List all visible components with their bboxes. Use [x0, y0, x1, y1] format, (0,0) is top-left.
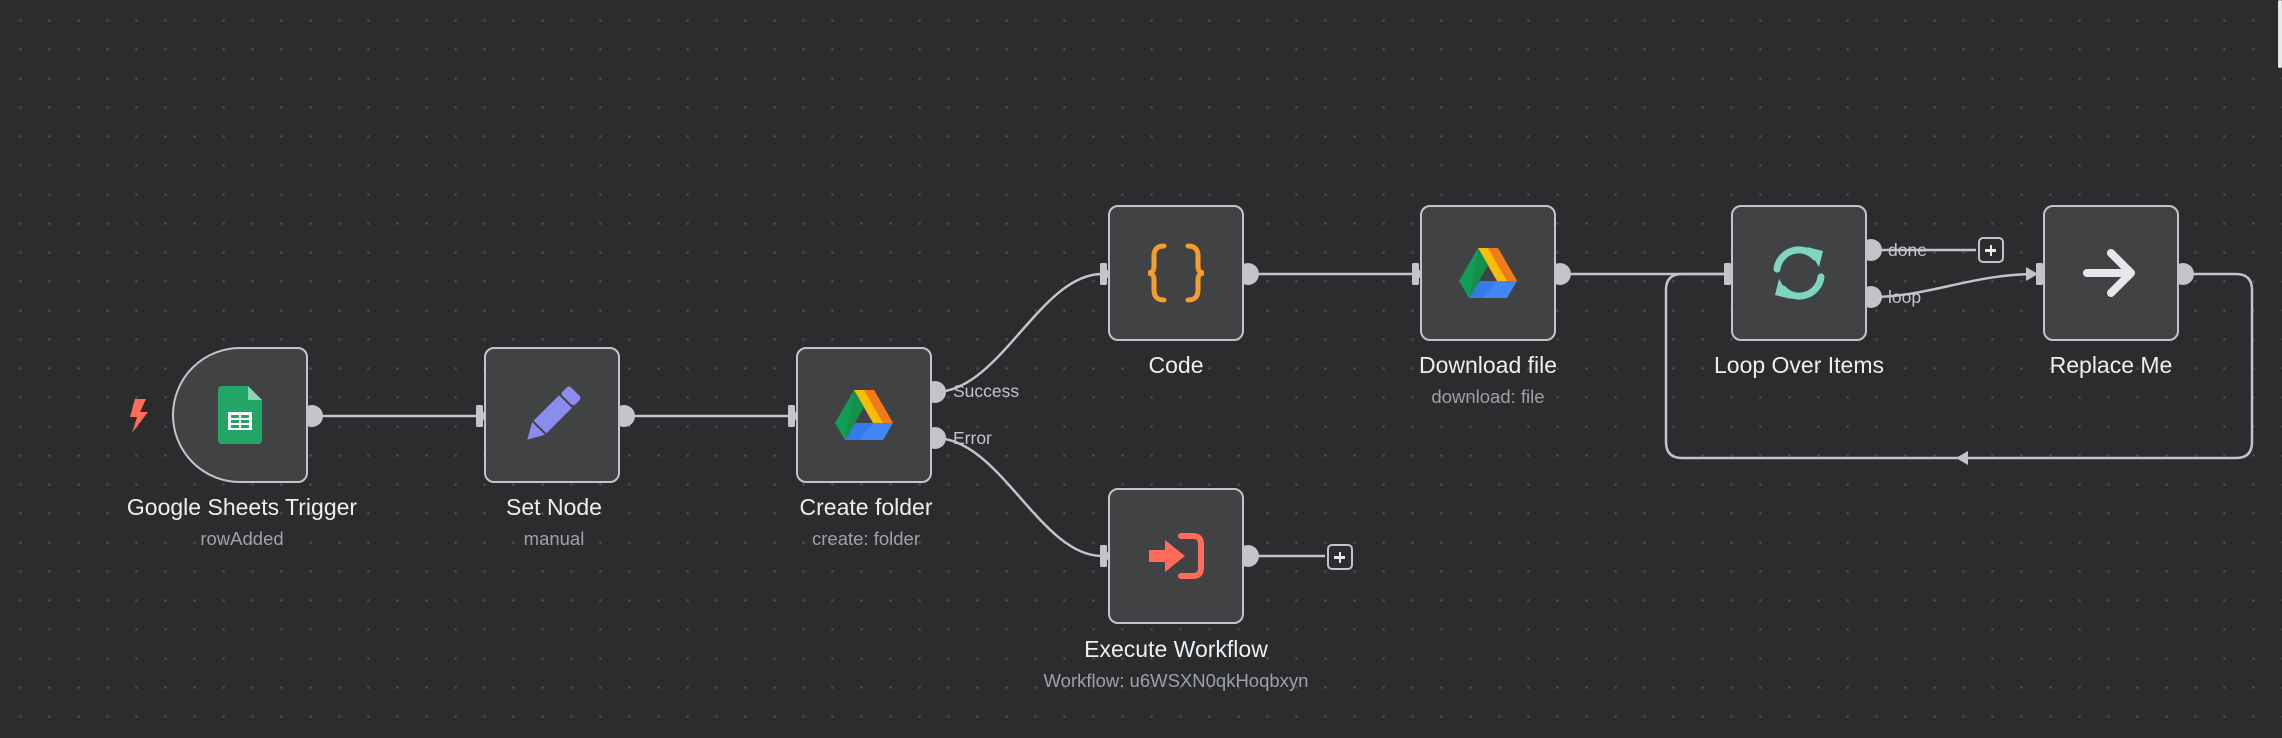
- trigger-bolt-icon: [130, 399, 148, 433]
- add-node-button[interactable]: [1327, 544, 1353, 570]
- node-title: Set Node: [506, 494, 602, 520]
- node-code[interactable]: [1108, 205, 1244, 341]
- port-label-success: Success: [953, 381, 1020, 401]
- node-title: Google Sheets Trigger: [126, 494, 358, 520]
- input-handle: [1100, 263, 1107, 285]
- node-title: Replace Me: [2049, 352, 2173, 378]
- node-subtitle: create: folder: [812, 528, 920, 549]
- arrowhead: [1956, 451, 1968, 465]
- node-subtitle: Workflow: u6WSXN0qkHoqbxyn: [1043, 670, 1309, 691]
- connection-success-to-code: [934, 272, 1103, 394]
- loop-arrows-icon: [1773, 246, 1825, 300]
- input-handle: [788, 405, 795, 427]
- node-subtitle: rowAdded: [200, 528, 284, 549]
- node-title: Download file: [1418, 352, 1558, 378]
- node-title: Loop Over Items: [1713, 352, 1885, 378]
- code-braces-icon: [1147, 243, 1205, 303]
- input-handle: [2036, 263, 2043, 285]
- google-drive-icon: [1459, 248, 1517, 298]
- node-google-sheets-trigger[interactable]: [172, 347, 308, 483]
- add-node-button[interactable]: [1978, 237, 2004, 263]
- node-create-folder[interactable]: [796, 347, 932, 483]
- port-label-done: done: [1888, 240, 1927, 260]
- node-title: Execute Workflow: [1084, 636, 1268, 662]
- node-subtitle: manual: [523, 528, 585, 549]
- port-label-error: Error: [953, 428, 992, 448]
- node-title: Code: [1148, 352, 1204, 378]
- pencil-icon: [527, 386, 581, 440]
- node-download-file[interactable]: [1420, 205, 1556, 341]
- node-loop-over-items[interactable]: [1731, 205, 1867, 341]
- arrow-right-icon: [2083, 249, 2135, 297]
- connection-loop-to-replaceme: [1870, 272, 2039, 299]
- node-replace-me[interactable]: [2043, 205, 2179, 341]
- google-drive-icon: [835, 390, 893, 440]
- connection-error-to-execute: [934, 436, 1103, 558]
- arrowhead: [2026, 267, 2038, 281]
- google-sheets-icon: [218, 386, 262, 444]
- node-execute-workflow[interactable]: [1108, 488, 1244, 624]
- node-subtitle: download: file: [1431, 386, 1545, 407]
- input-handle: [476, 405, 483, 427]
- port-label-loop: loop: [1888, 287, 1922, 307]
- input-handle: [1724, 263, 1731, 285]
- sign-in-icon: [1149, 533, 1204, 579]
- input-handles: [476, 263, 2043, 567]
- input-handle: [1100, 545, 1107, 567]
- node-title: Create folder: [799, 494, 933, 520]
- input-handle: [1412, 263, 1419, 285]
- scrollbar[interactable]: [2278, 0, 2282, 68]
- node-set-node[interactable]: [484, 347, 620, 483]
